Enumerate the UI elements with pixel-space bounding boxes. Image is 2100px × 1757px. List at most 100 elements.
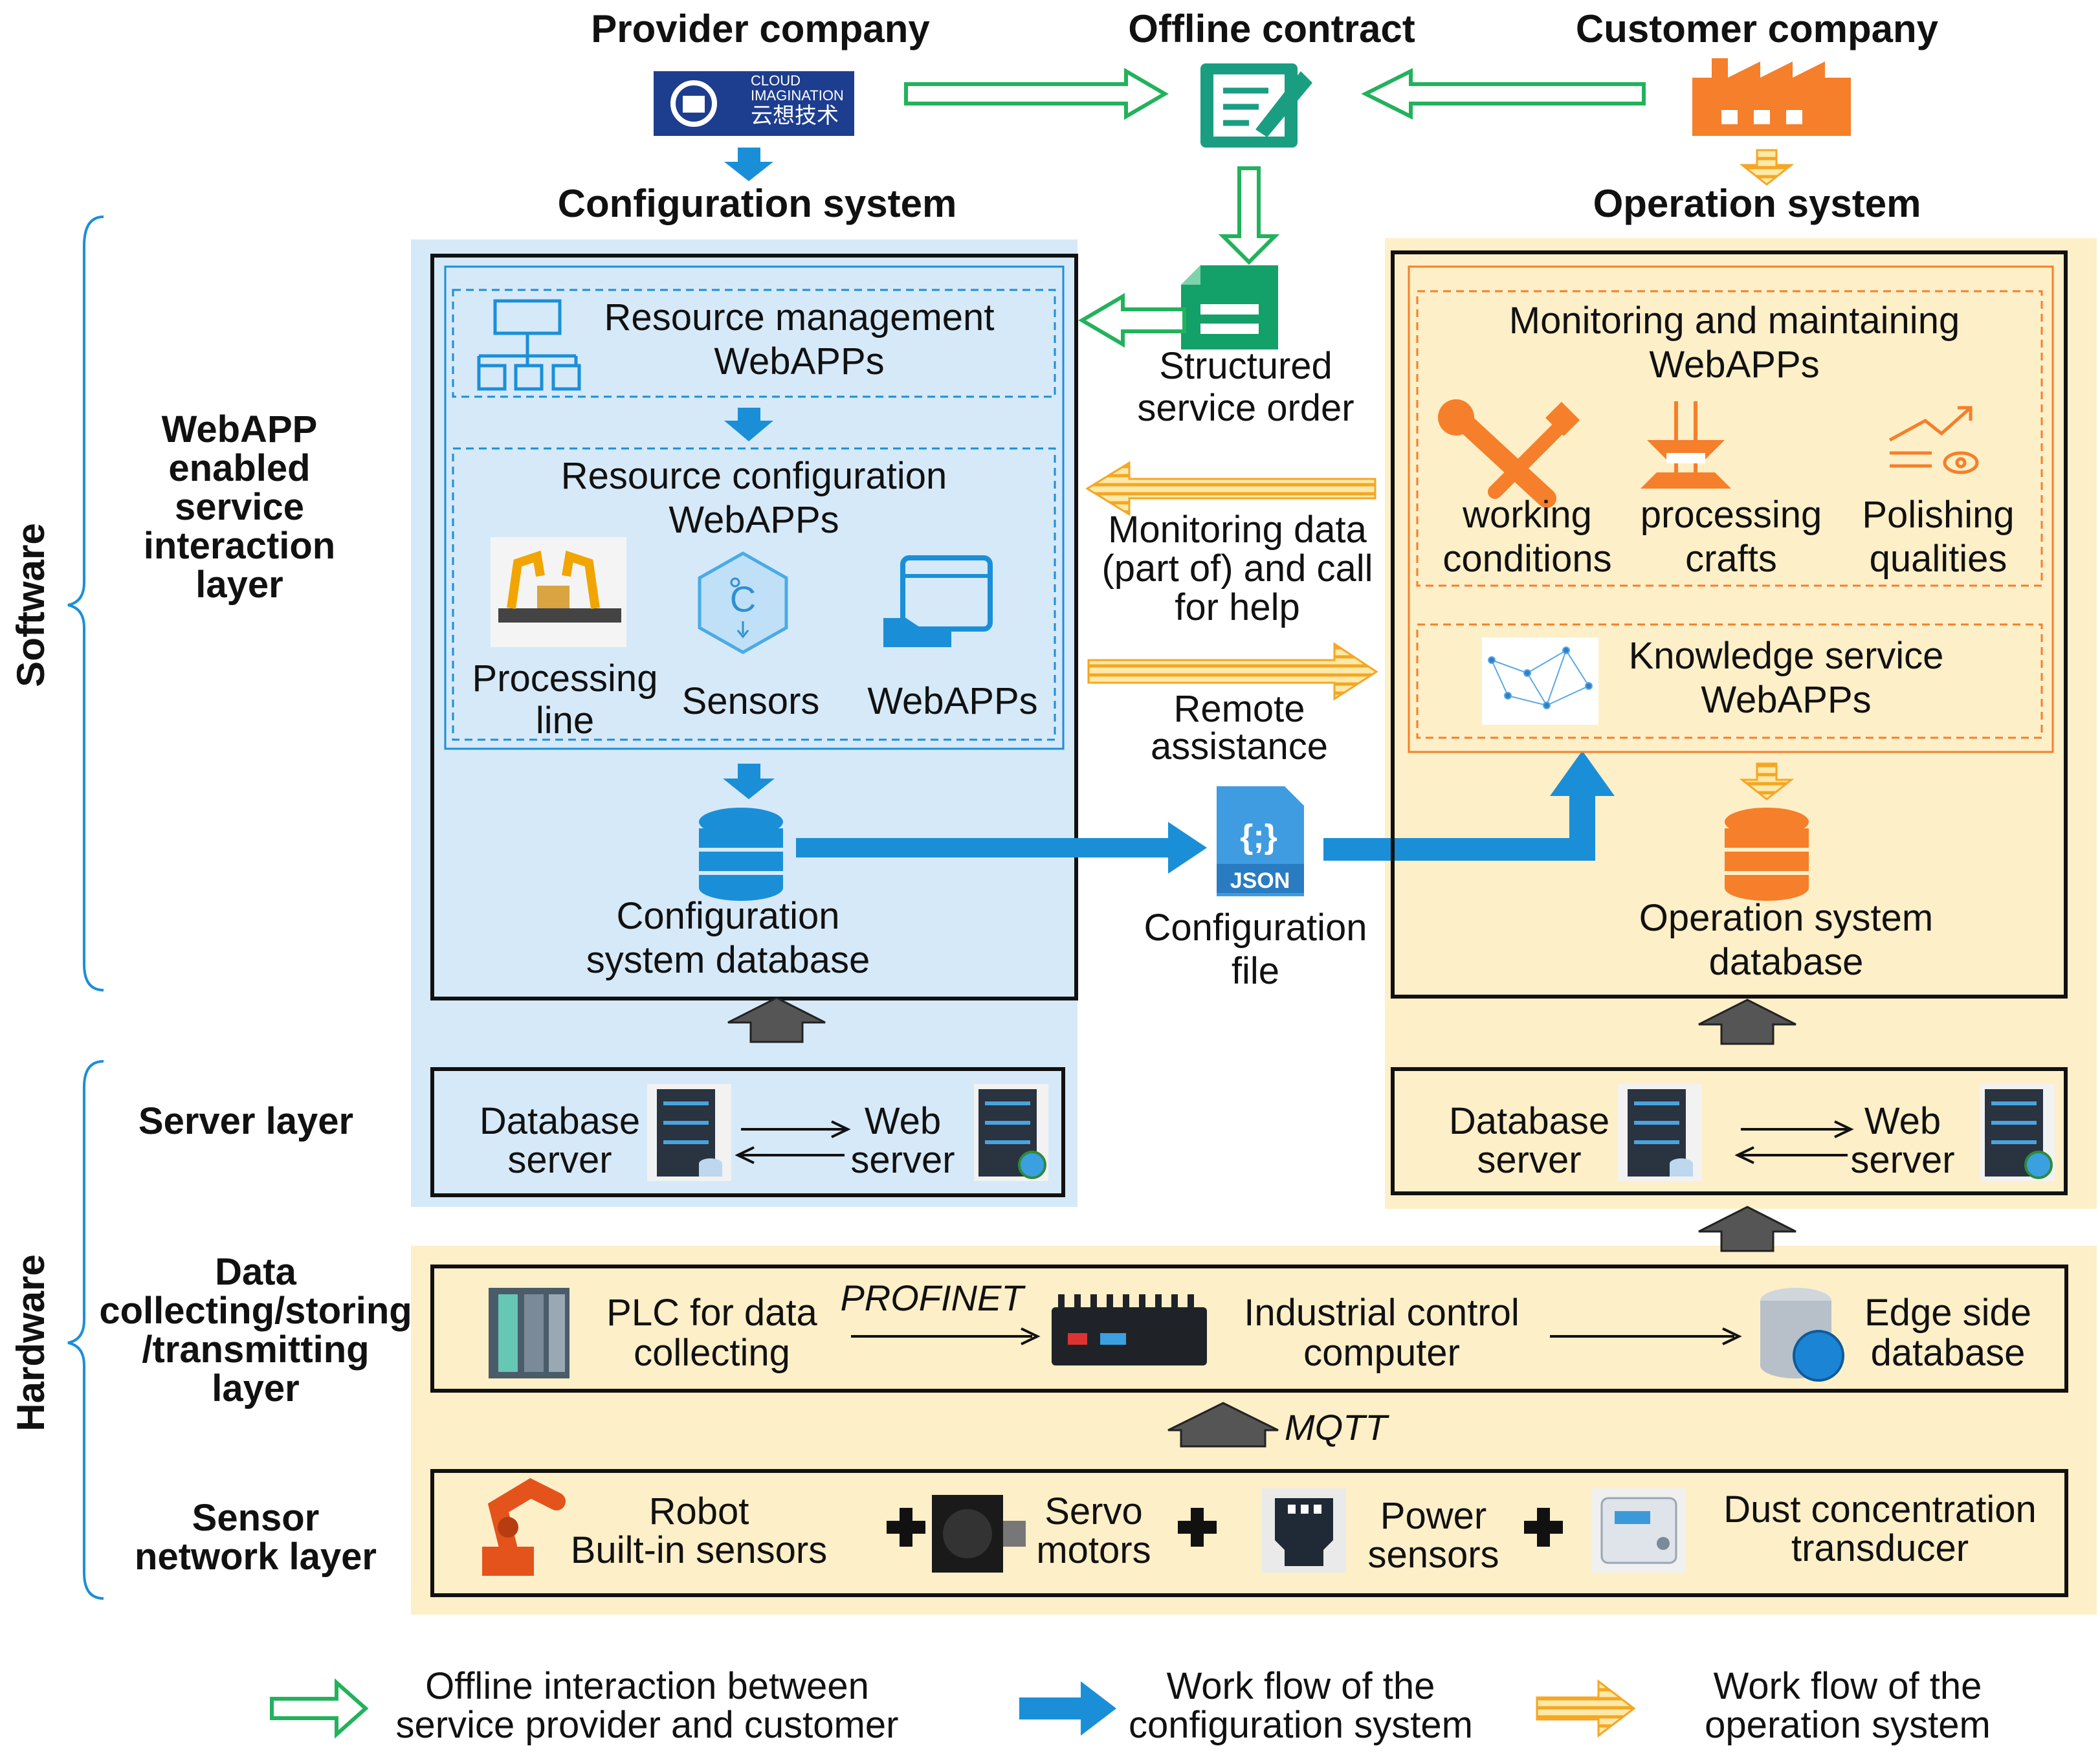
config-panel-bg bbox=[411, 239, 1078, 1207]
operation-webapps-frame bbox=[1408, 265, 2054, 753]
webapps-label: WebAPPs bbox=[867, 680, 1037, 722]
robot-icon bbox=[482, 1478, 566, 1576]
data-layer-line: /transmitting bbox=[142, 1329, 369, 1371]
robot-sensors-label: Robot bbox=[649, 1490, 749, 1532]
webapp-layer-line: interaction bbox=[144, 525, 336, 567]
monitoring-webapps-line: WebAPPs bbox=[1649, 344, 1819, 386]
wrench-screwdriver-icon bbox=[1438, 399, 1580, 508]
provider-logo: CLOUD IMAGINATION 云想技术 bbox=[654, 71, 854, 136]
industrial-computer-icon bbox=[1052, 1294, 1207, 1365]
configuration-file-label: Configuration bbox=[1144, 907, 1367, 949]
remote-assistance-arrow bbox=[1087, 642, 1378, 701]
industrial-control-label: Industrial control bbox=[1244, 1292, 1520, 1334]
servo-motors-label: Servo bbox=[1044, 1490, 1143, 1532]
operation-db-server-label: server bbox=[1477, 1139, 1581, 1181]
provider-logo-line3: 云想技术 bbox=[751, 104, 839, 128]
processing-line-label: Processing bbox=[472, 657, 658, 700]
config-database-icon bbox=[699, 808, 783, 901]
operation-server-box bbox=[1391, 1067, 2068, 1195]
monitoring-data-label: Monitoring data bbox=[1108, 509, 1367, 551]
legend-operation-arrow-icon bbox=[1536, 1679, 1636, 1738]
order-to-config-arrow bbox=[1078, 293, 1186, 348]
server-layer-label: Server layer bbox=[138, 1100, 353, 1142]
monitoring-box bbox=[1416, 290, 2043, 587]
provider-down-arrow bbox=[724, 148, 773, 181]
knowledge-service-line: WebAPPs bbox=[1701, 679, 1871, 721]
plc-icon bbox=[489, 1288, 569, 1378]
structured-order-label: service order bbox=[1137, 387, 1354, 429]
plc-to-ipc-arrow bbox=[851, 1327, 1041, 1345]
operation-database-icon bbox=[1725, 808, 1809, 901]
quality-chart-icon bbox=[1888, 406, 1979, 474]
distillation-icon bbox=[1641, 401, 1731, 489]
customer-company-label: Customer company bbox=[1576, 7, 1939, 50]
working-conditions-label: working bbox=[1462, 494, 1592, 536]
operation-server-up-arrow bbox=[1698, 999, 1796, 1045]
data-layer-label: Data collecting/storing /transmitting la… bbox=[99, 1251, 412, 1409]
power-sensors-label: Power bbox=[1380, 1495, 1487, 1537]
config-web-server-label: server bbox=[850, 1139, 955, 1181]
web-server-icon bbox=[1980, 1084, 2055, 1181]
provider-logo-line2: IMAGINATION bbox=[751, 87, 844, 104]
legend-operation-label: operation system bbox=[1705, 1704, 1991, 1746]
edge-database-icon bbox=[1760, 1288, 1844, 1382]
monitoring-data-label: (part of) and call bbox=[1101, 547, 1373, 590]
web-server-icon bbox=[974, 1084, 1048, 1181]
factory-icon bbox=[1692, 58, 1851, 136]
data-collecting-box bbox=[430, 1265, 2068, 1393]
hierarchy-icon bbox=[477, 299, 581, 391]
remote-assistance-label: Remote bbox=[1173, 688, 1305, 730]
json-badge-label: JSON bbox=[1230, 868, 1290, 893]
config-server-box bbox=[430, 1067, 1065, 1197]
monitoring-webapps-line: Monitoring and maintaining bbox=[1509, 300, 1960, 342]
software-brace bbox=[67, 215, 104, 991]
webapp-layer-line: WebAPP bbox=[162, 408, 318, 450]
config-web-server-label: Web bbox=[865, 1100, 941, 1142]
power-sensors-label: sensors bbox=[1367, 1534, 1499, 1576]
database-server-icon bbox=[1618, 1084, 1702, 1181]
data-layer-line: layer bbox=[212, 1367, 299, 1409]
legend-offline-arrow-icon bbox=[270, 1678, 369, 1739]
webapp-window-icon bbox=[883, 555, 993, 647]
power-sensor-icon bbox=[1262, 1488, 1346, 1573]
legend-config-label: Work flow of the bbox=[1167, 1665, 1435, 1707]
db-to-json-arrow bbox=[796, 822, 1207, 874]
plus-icon bbox=[1178, 1508, 1217, 1547]
mqtt-label: MQTT bbox=[1285, 1407, 1389, 1448]
knowledge-graph-icon bbox=[1482, 637, 1598, 725]
dust-transducer-icon bbox=[1592, 1488, 1686, 1573]
processing-line-label: line bbox=[536, 700, 594, 742]
webapp-layer-line: layer bbox=[195, 564, 283, 606]
config-database-label: Configuration bbox=[617, 895, 840, 937]
customer-down-arrow bbox=[1739, 149, 1795, 186]
config-database-label: system database bbox=[586, 939, 870, 981]
contract-icon bbox=[1200, 63, 1312, 148]
operation-database-label: Operation system bbox=[1639, 897, 1934, 939]
sensor-icon: C bbox=[698, 551, 788, 654]
dust-transducer-label: Dust concentration bbox=[1723, 1488, 2037, 1530]
ipc-to-edge-db-arrow bbox=[1550, 1327, 1742, 1345]
config-system-frame bbox=[430, 254, 1078, 1000]
edge-to-server-up-arrow bbox=[1698, 1206, 1796, 1252]
legend-offline-label: Offline interaction between bbox=[425, 1665, 869, 1707]
plus-icon bbox=[1524, 1508, 1563, 1547]
edge-database-label: Edge side bbox=[1864, 1292, 2031, 1334]
provider-logo-line1: CLOUD bbox=[751, 72, 801, 89]
contract-to-order-arrow bbox=[1218, 166, 1280, 265]
server-link-arrows bbox=[1734, 1120, 1854, 1164]
service-order-icon bbox=[1181, 265, 1278, 349]
software-label: Software bbox=[9, 523, 52, 687]
configuration-system-title: Configuration system bbox=[558, 182, 957, 225]
provider-company-label: Provider company bbox=[591, 7, 930, 50]
knowledge-to-db-arrow bbox=[1739, 762, 1795, 801]
data-layer-line: collecting/storing bbox=[99, 1290, 412, 1332]
customer-to-contract-arrow bbox=[1361, 68, 1646, 120]
provider-to-contract-arrow bbox=[904, 67, 1169, 120]
server-link-arrows bbox=[735, 1120, 851, 1164]
sensor-layer-line: Sensor bbox=[192, 1497, 320, 1539]
dust-transducer-label: transducer bbox=[1791, 1527, 1969, 1569]
operation-web-server-label: Web bbox=[1864, 1100, 1941, 1142]
robot-sensors-label: Built-in sensors bbox=[571, 1529, 827, 1571]
config-db-server-label: server bbox=[507, 1139, 612, 1181]
plc-label: collecting bbox=[634, 1332, 790, 1374]
